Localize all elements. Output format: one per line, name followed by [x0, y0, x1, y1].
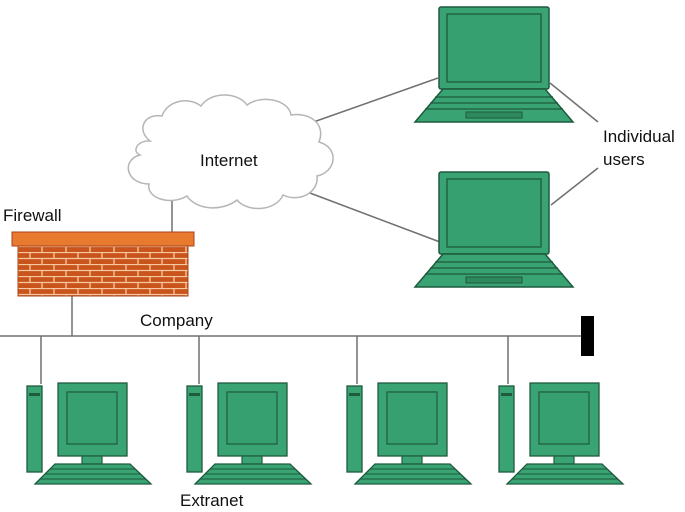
connections	[0, 77, 599, 384]
individual-users-label-line1: Individual	[603, 127, 675, 146]
desktop-computer-icon-3	[346, 382, 472, 485]
laptop-icon-top	[414, 6, 574, 123]
cloud-to-laptop-bottom-link	[301, 189, 441, 243]
desktop-computer-icon-2	[186, 382, 312, 485]
extranet-label: Extranet	[180, 491, 244, 510]
desktop-computer-icon-1	[26, 382, 152, 485]
cloud-to-laptop-top-link	[304, 77, 439, 126]
desktop-computer-icon-4	[498, 382, 624, 485]
laptop-to-label-link-top	[549, 82, 599, 123]
laptop-to-label-link-bottom	[550, 167, 599, 206]
individual-users-label-line2: users	[603, 150, 645, 169]
firewall-body	[17, 245, 189, 297]
internet-cloud-icon	[127, 94, 334, 210]
brick-wall-icon	[11, 231, 195, 297]
bus-terminator-icon	[581, 316, 594, 356]
internet-label: Internet	[200, 151, 258, 170]
company-label: Company	[140, 311, 213, 330]
firewall-label: Firewall	[3, 206, 62, 225]
laptop-icon-bottom	[414, 171, 574, 288]
firewall-cap	[11, 231, 195, 247]
